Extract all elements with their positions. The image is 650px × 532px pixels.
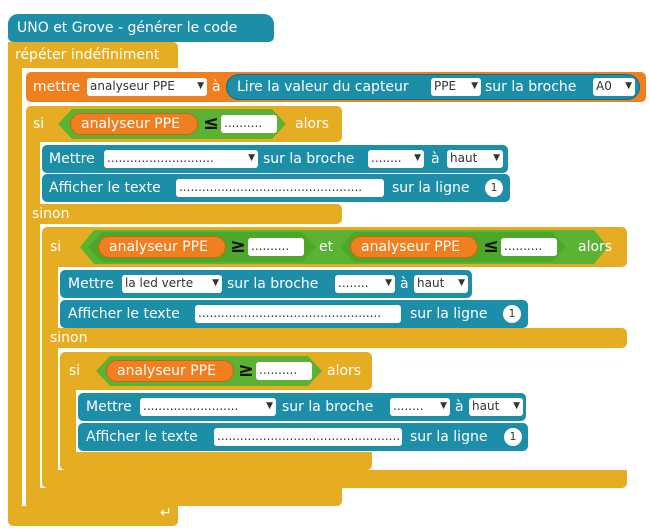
device-dropdown[interactable]: ......................... [140, 398, 276, 416]
set-pin-block-1[interactable]: Mettre ............................ sur … [42, 145, 508, 173]
if-2-si: si [50, 239, 62, 255]
state-dropdown[interactable]: haut [469, 398, 523, 416]
loop-label: répéter indéfiniment [15, 47, 160, 63]
set-pin-pin-label: sur la broche [227, 276, 319, 292]
and-label: et [319, 239, 334, 255]
set-pin-label: Mettre [49, 151, 95, 167]
variable-pill-1[interactable]: analyseur PPE [70, 113, 198, 135]
variable-pill-2b[interactable]: analyseur PPE [350, 236, 478, 258]
sensor-dropdown[interactable]: PPE [431, 78, 481, 96]
pin-dropdown[interactable]: A0 [593, 78, 635, 96]
set-pin-label: Mettre [86, 399, 132, 415]
loop-arrow-icon: ↵ [160, 505, 172, 521]
loop-block-bottom [8, 506, 178, 526]
loop-block-top[interactable]: répéter indéfiniment [8, 42, 178, 68]
compare-value-3[interactable]: .......... [256, 362, 312, 380]
operator-ge-2[interactable]: ≥ [230, 235, 246, 257]
print-text-label: Afficher le texte [49, 180, 161, 196]
else-2-label: sinon [50, 330, 88, 346]
if-block-1-arm [26, 142, 40, 206]
print-text-block-1[interactable]: Afficher le texte ......................… [42, 174, 510, 202]
loop-block-arm [8, 68, 22, 508]
if-3-si: si [69, 363, 81, 379]
print-line-label: sur la ligne [410, 306, 488, 322]
print-text-label: Afficher le texte [86, 429, 198, 445]
print-text-block-2[interactable]: Afficher le texte ......................… [60, 300, 528, 328]
if-block-2-top[interactable]: si analyseur PPE ≥ .......... et analyse… [42, 227, 627, 267]
pin-dropdown[interactable]: ........ [368, 150, 424, 168]
operator-ge-3[interactable]: ≥ [238, 359, 254, 381]
program-title: UNO et Grove - générer le code [17, 20, 238, 36]
if-2-alors: alors [578, 239, 613, 255]
if-block-1-top[interactable]: si analyseur PPE ≤ .......... alors [26, 106, 342, 142]
compare-value-2a[interactable]: .......... [248, 238, 304, 256]
line-number[interactable]: 1 [504, 428, 522, 446]
read-sensor-label: Lire la valeur du capteur [237, 79, 409, 95]
device-dropdown[interactable]: la led verte [122, 275, 222, 293]
print-text-input[interactable]: ........................................… [176, 179, 384, 197]
if-block-3-arm [60, 390, 76, 454]
else-1-bar: sinon [26, 204, 342, 224]
if-1-si: si [33, 116, 45, 132]
set-pin-to: à [455, 399, 464, 415]
print-text-input[interactable]: ........................................… [214, 428, 402, 446]
program-header-block[interactable]: UNO et Grove - générer le code [8, 14, 274, 42]
read-sensor-block[interactable]: Lire la valeur du capteur PPE sur la bro… [226, 74, 640, 100]
if-block-3-top[interactable]: si analyseur PPE ≥ .......... alors [60, 352, 372, 390]
pin-dropdown[interactable]: ........ [335, 275, 395, 293]
line-number[interactable]: 1 [485, 179, 503, 197]
variable-pill-2a[interactable]: analyseur PPE [98, 236, 226, 258]
device-dropdown[interactable]: ............................ [104, 150, 258, 168]
operator-le-2[interactable]: ≤ [483, 235, 499, 257]
compare-value-2b[interactable]: .......... [501, 238, 557, 256]
print-text-input[interactable]: ........................................… [195, 305, 401, 323]
state-dropdown[interactable]: haut [447, 150, 503, 168]
set-pin-to: à [400, 276, 409, 292]
line-number[interactable]: 1 [503, 305, 521, 323]
operator-le-1[interactable]: ≤ [203, 112, 219, 134]
if-3-alors: alors [327, 363, 362, 379]
set-pin-pin-label: sur la broche [263, 151, 355, 167]
if-2-bottom [42, 470, 627, 488]
print-text-block-3[interactable]: Afficher le texte ......................… [78, 423, 528, 451]
variable-pill-3[interactable]: analyseur PPE [106, 360, 234, 382]
set-pin-pin-label: sur la broche [282, 399, 374, 415]
if-1-bottom [26, 488, 342, 506]
set-variable-block[interactable]: mettre analyseur PPE à Lire la valeur du… [26, 72, 646, 102]
if-block-2-arm [42, 267, 58, 347]
else-1-arm [26, 224, 40, 508]
set-pin-to: à [431, 151, 440, 167]
pin-dropdown[interactable]: ........ [390, 398, 450, 416]
set-pin-block-2[interactable]: Mettre la led verte sur la broche ......… [60, 270, 472, 298]
else-1-label: sinon [32, 206, 70, 222]
set-variable-label: mettre [33, 79, 81, 95]
else-2-arm [42, 348, 58, 472]
else-2-bar: sinon [42, 328, 627, 348]
print-line-label: sur la ligne [410, 429, 488, 445]
if-3-bottom [60, 452, 372, 470]
set-variable-to: à [212, 79, 221, 95]
set-pin-label: Mettre [68, 276, 114, 292]
variable-dropdown[interactable]: analyseur PPE [87, 78, 207, 96]
print-line-label: sur la ligne [392, 180, 470, 196]
print-text-label: Afficher le texte [68, 306, 180, 322]
compare-value-1[interactable]: .......... [221, 115, 277, 133]
set-pin-block-3[interactable]: Mettre ......................... sur la … [78, 393, 526, 421]
state-dropdown[interactable]: haut [414, 275, 468, 293]
if-1-alors: alors [295, 116, 330, 132]
pin-label: sur la broche [485, 79, 577, 95]
